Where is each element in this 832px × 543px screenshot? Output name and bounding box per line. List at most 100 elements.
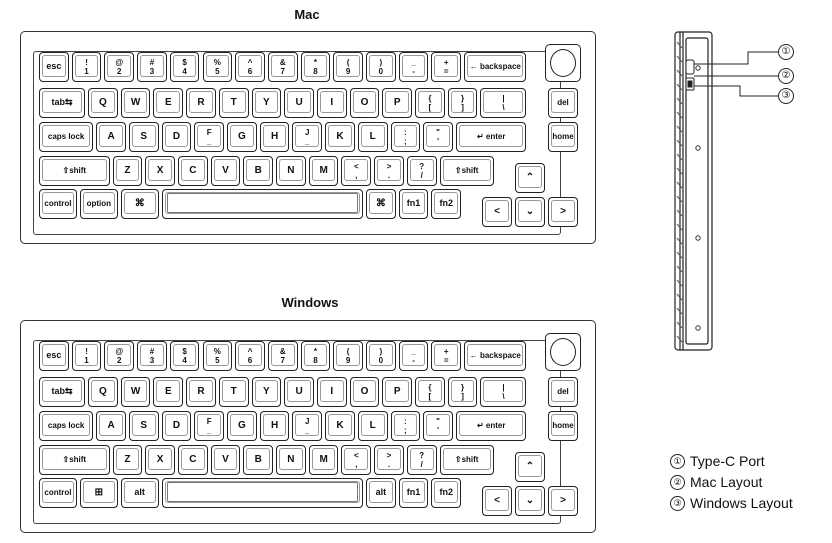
win-key-a[interactable]: A [96, 411, 126, 441]
mac-key-v[interactable]: V [210, 156, 241, 186]
win-key-l[interactable]: L [357, 411, 388, 441]
mac-key-3[interactable]: # 3 [137, 52, 167, 82]
mac-rotary-knob[interactable] [545, 44, 581, 82]
mac-key-r[interactable]: R [186, 88, 216, 118]
win-key-caps-lock[interactable]: caps lock [39, 411, 94, 441]
win-key-home[interactable]: home [548, 411, 578, 441]
mac-key-4[interactable]: $ 4 [169, 52, 200, 82]
mac-key-n[interactable]: N [276, 156, 306, 186]
mac-key-z[interactable]: Z [112, 156, 143, 186]
mac-key-1[interactable]: ! 1 [71, 52, 102, 82]
mac-key-a[interactable]: A [96, 122, 126, 152]
win-key-e[interactable]: E [153, 377, 184, 407]
win-key-r[interactable]: R [186, 377, 216, 407]
mac-key-s[interactable]: S [128, 122, 159, 152]
win-key-u[interactable]: U [284, 377, 314, 407]
win-key-symbol[interactable]: > . [374, 445, 404, 475]
win-key-5[interactable]: % 5 [202, 341, 233, 371]
mac-key-symbol[interactable]: ⌘ [366, 189, 396, 219]
win-key-b[interactable]: B [243, 445, 274, 475]
mac-key-enter[interactable]: ↵ enter [455, 122, 527, 152]
mac-key-e[interactable]: E [153, 88, 184, 118]
win-key-down-arrow[interactable]: ⌄ [515, 486, 545, 516]
mac-key-symbol[interactable]: | \ [480, 88, 527, 118]
win-key-shift[interactable]: ⇧shift [39, 445, 110, 475]
win-rotary-knob[interactable] [545, 333, 581, 371]
mac-key-symbol[interactable]: + = [431, 52, 462, 82]
win-key-symbol[interactable]: { [ [415, 377, 445, 407]
win-key-f[interactable]: F _ [194, 411, 224, 441]
win-key-p[interactable]: P [382, 377, 413, 407]
mac-key-symbol[interactable]: ⌘ [120, 189, 159, 219]
mac-key-q[interactable]: Q [88, 88, 118, 118]
win-key-tab[interactable]: tab⇆ [39, 377, 86, 407]
win-key-space[interactable] [161, 478, 363, 508]
mac-key-symbol[interactable]: } ] [447, 88, 478, 118]
mac-key-9[interactable]: ( 9 [333, 52, 363, 82]
win-key-symbol[interactable]: ⊞ [79, 478, 118, 508]
mac-key-y[interactable]: Y [251, 88, 282, 118]
win-key-m[interactable]: M [308, 445, 339, 475]
mac-key-5[interactable]: % 5 [202, 52, 233, 82]
win-key-q[interactable]: Q [88, 377, 118, 407]
mac-key-esc[interactable]: esc [39, 52, 69, 82]
mac-key-option[interactable]: option [79, 189, 118, 219]
win-key-control[interactable]: control [39, 478, 77, 508]
win-key-right-arrow[interactable]: > [548, 486, 578, 516]
mac-key-k[interactable]: K [325, 122, 355, 152]
mac-key-symbol[interactable]: _ - [398, 52, 429, 82]
mac-key-symbol[interactable]: < , [341, 156, 372, 186]
win-key-esc[interactable]: esc [39, 341, 69, 371]
win-key-del[interactable]: del [548, 377, 578, 407]
win-key-y[interactable]: Y [251, 377, 282, 407]
win-key-d[interactable]: D [161, 411, 192, 441]
win-key-n[interactable]: N [276, 445, 306, 475]
win-key-2[interactable]: @ 2 [104, 341, 135, 371]
mac-key-j[interactable]: J _ [292, 122, 323, 152]
win-key-t[interactable]: T [218, 377, 249, 407]
mac-key-symbol[interactable]: " ' [423, 122, 453, 152]
mac-key-u[interactable]: U [284, 88, 314, 118]
mac-key-tab[interactable]: tab⇆ [39, 88, 86, 118]
mac-key-fn2[interactable]: fn2 [431, 189, 462, 219]
mac-key-8[interactable]: * 8 [300, 52, 331, 82]
mac-key-b[interactable]: B [243, 156, 274, 186]
mac-key-del[interactable]: del [548, 88, 578, 118]
win-key-0[interactable]: ) 0 [366, 341, 396, 371]
mac-key-right-arrow[interactable]: > [548, 197, 578, 227]
mac-key-c[interactable]: C [177, 156, 208, 186]
win-key-1[interactable]: ! 1 [71, 341, 102, 371]
win-key-alt[interactable]: alt [120, 478, 159, 508]
mac-key-6[interactable]: ^ 6 [235, 52, 265, 82]
win-key-3[interactable]: # 3 [137, 341, 167, 371]
win-key-w[interactable]: W [120, 377, 151, 407]
mac-key-g[interactable]: G [227, 122, 257, 152]
mac-key-control[interactable]: control [39, 189, 77, 219]
win-key-j[interactable]: J _ [292, 411, 323, 441]
win-key-o[interactable]: O [349, 377, 380, 407]
mac-key-d[interactable]: D [161, 122, 192, 152]
mac-key-symbol[interactable]: ? / [406, 156, 437, 186]
win-key-symbol[interactable]: } ] [447, 377, 478, 407]
mac-key-caps-lock[interactable]: caps lock [39, 122, 94, 152]
win-key-9[interactable]: ( 9 [333, 341, 363, 371]
win-key-symbol[interactable]: < , [341, 445, 372, 475]
win-key-enter[interactable]: ↵ enter [455, 411, 527, 441]
win-key-4[interactable]: $ 4 [169, 341, 200, 371]
win-key-h[interactable]: H [259, 411, 290, 441]
win-key-backspace[interactable]: ← backspace [464, 341, 527, 371]
mac-key-left-arrow[interactable]: < [482, 197, 512, 227]
mac-key-i[interactable]: I [316, 88, 347, 118]
mac-key-shift[interactable]: ⇧shift [439, 156, 494, 186]
mac-key-0[interactable]: ) 0 [366, 52, 396, 82]
mac-key-m[interactable]: M [308, 156, 339, 186]
mac-key-f[interactable]: F _ [194, 122, 224, 152]
win-key-s[interactable]: S [128, 411, 159, 441]
mac-key-h[interactable]: H [259, 122, 290, 152]
win-key-alt[interactable]: alt [366, 478, 396, 508]
win-key-symbol[interactable]: _ - [398, 341, 429, 371]
win-key-symbol[interactable]: : ; [390, 411, 421, 441]
mac-key-p[interactable]: P [382, 88, 413, 118]
mac-key-home[interactable]: home [548, 122, 578, 152]
win-key-fn2[interactable]: fn2 [431, 478, 462, 508]
